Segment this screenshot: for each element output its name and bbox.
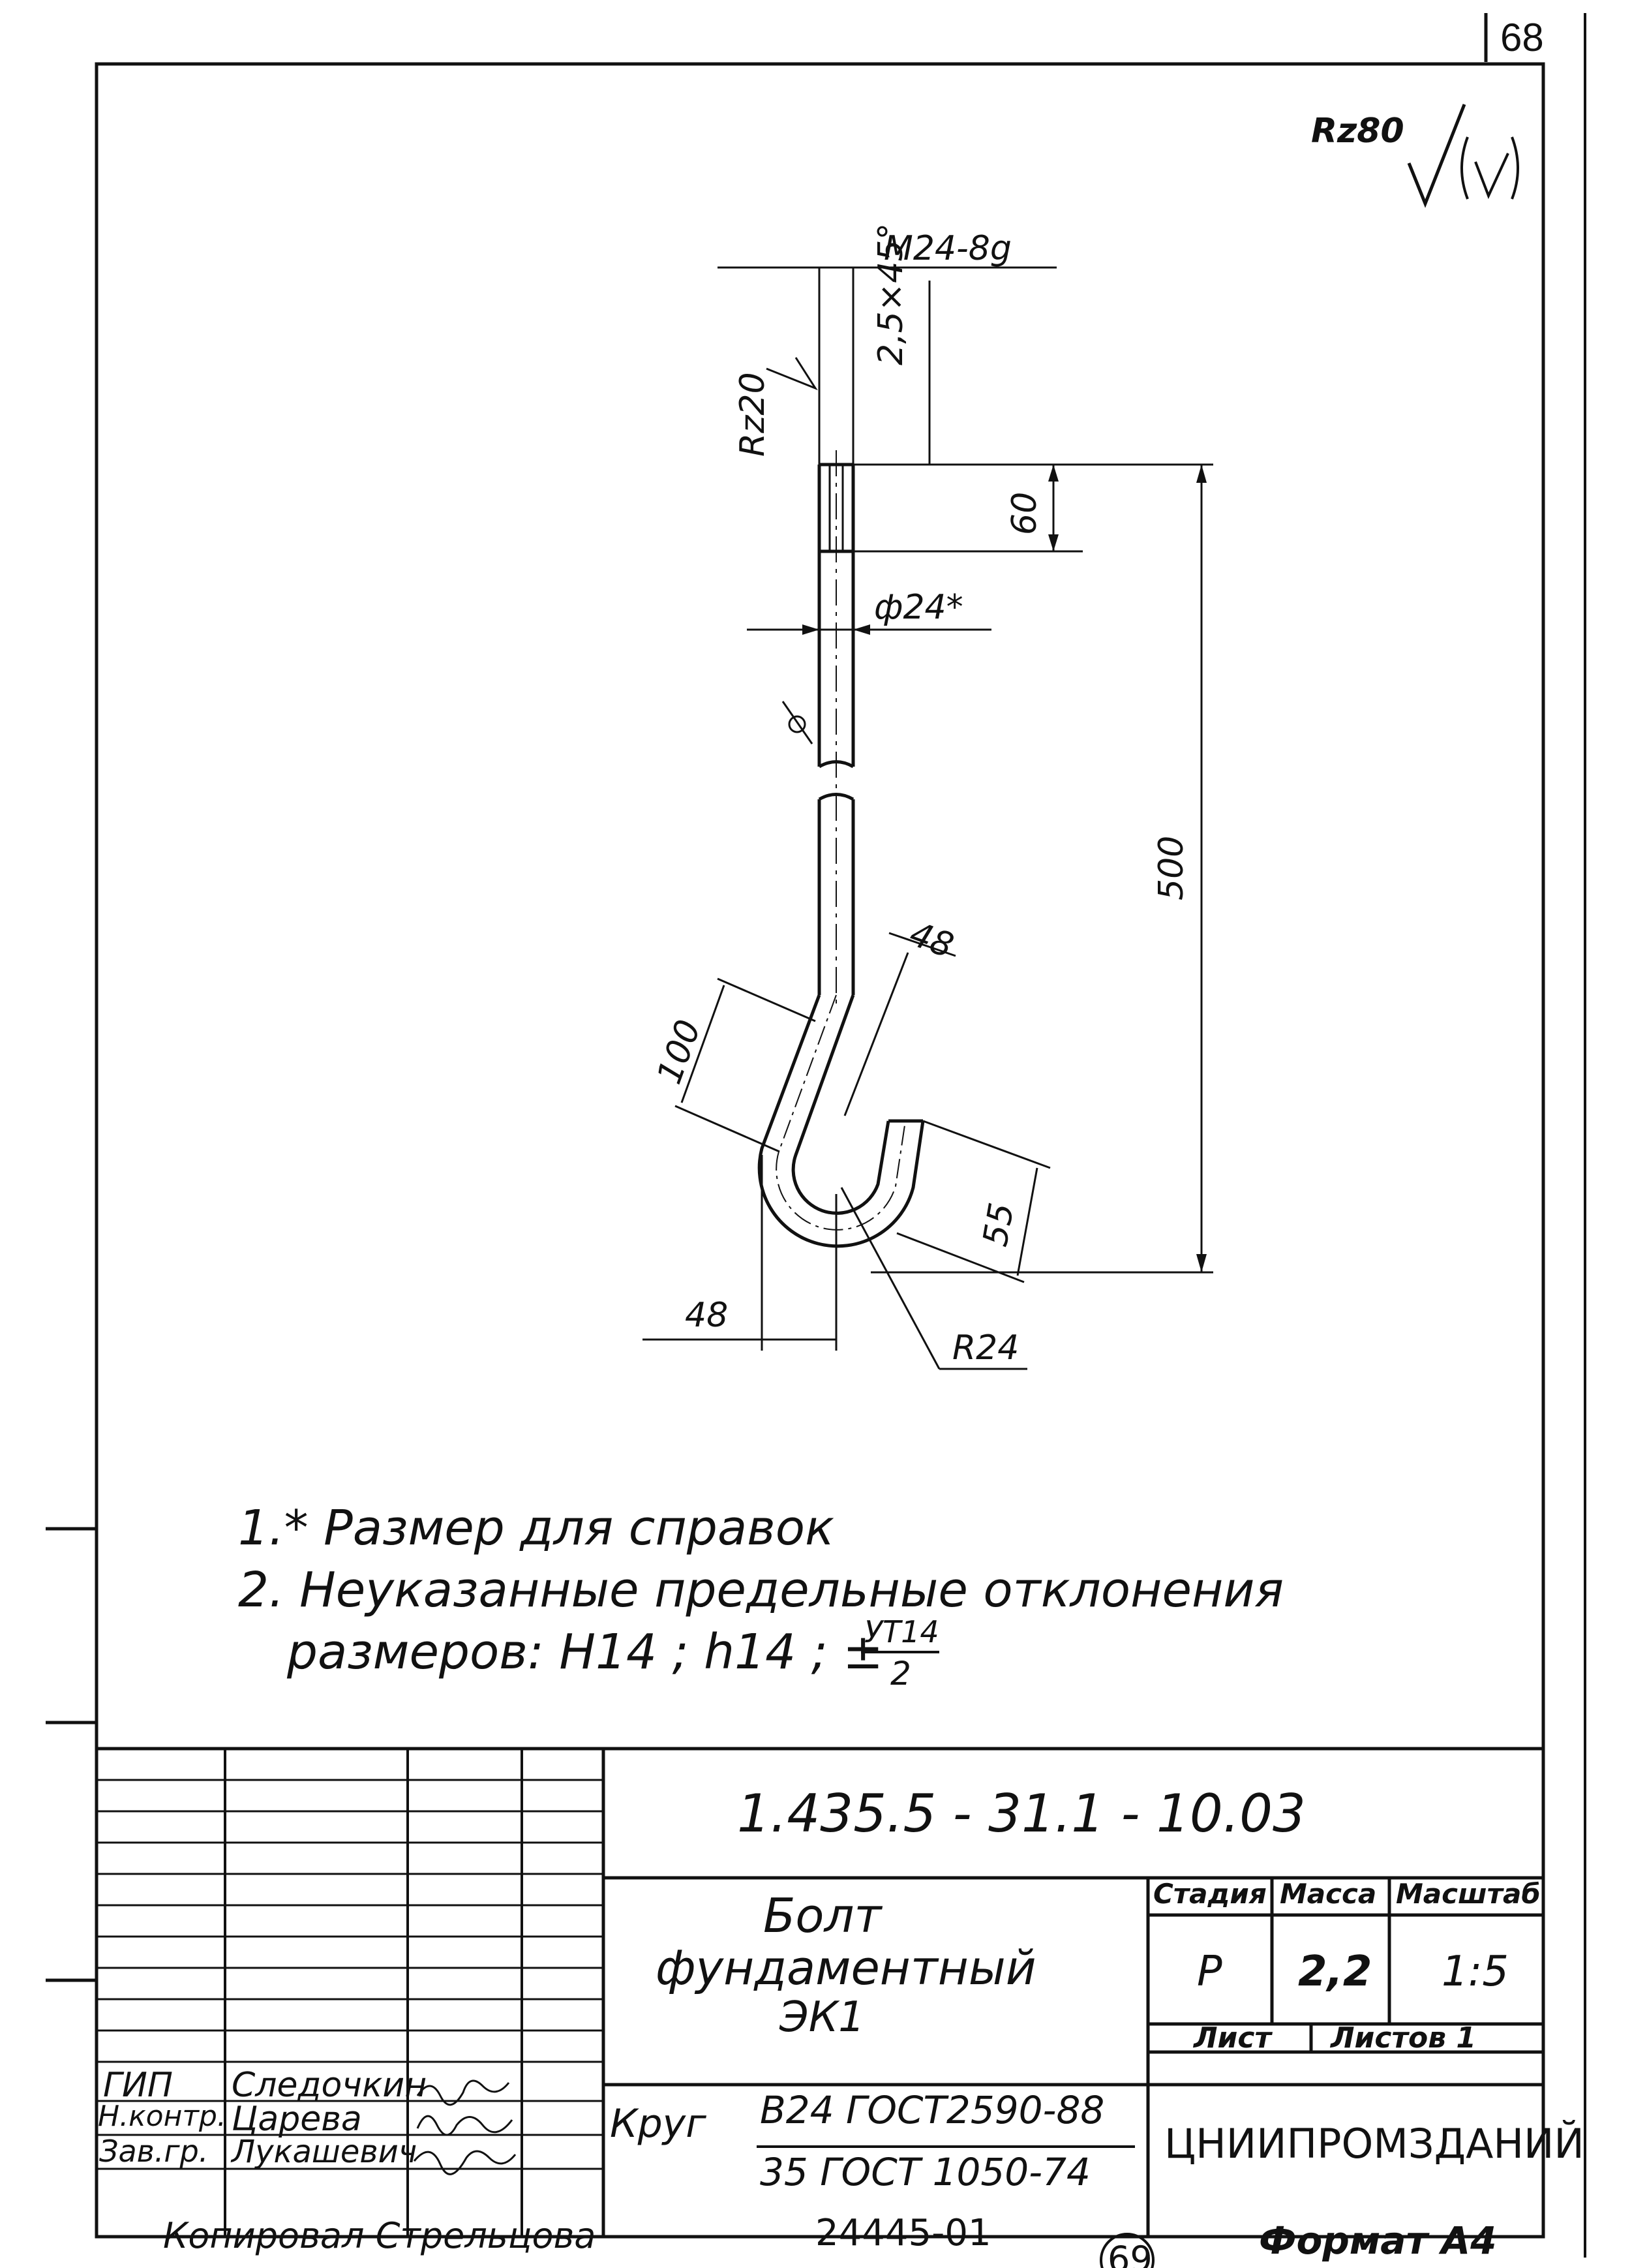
sheet-label: Лист — [1194, 2021, 1271, 2055]
roughness-paren-left — [1460, 136, 1469, 200]
bolt-hook — [757, 994, 925, 1248]
document-designation: 1.435.5 - 31.1 - 10.03 — [737, 1783, 1306, 1844]
part-name-line1: Болт — [763, 1888, 882, 1943]
note-fraction-denominator: 2 — [890, 1655, 911, 1693]
material-line2: 35 ГОСТ 1050-74 — [760, 2150, 1091, 2194]
document-number: 24445-01 — [815, 2212, 991, 2254]
radius-dimension: R24 — [952, 1328, 1020, 1368]
note-fraction-numerator: УТ14 — [864, 1614, 939, 1649]
role-norm-control: Н.контр. — [98, 2100, 226, 2133]
copied-by: Копировал Стрельцова — [163, 2215, 596, 2256]
roughness-symbol — [1407, 104, 1466, 208]
end-length-dimension: 55 — [976, 1200, 1022, 1249]
circled-number-ring — [1100, 2233, 1155, 2268]
offset-dimension: 48 — [685, 1296, 729, 1335]
name-group-head: Лукашевич — [232, 2134, 417, 2170]
material-line1: В24 ГОСТ2590-88 — [760, 2088, 1105, 2132]
roughness-label: Rz80 — [1311, 112, 1404, 151]
dimension-lines — [642, 266, 1213, 1370]
format-label: Формат А4 — [1259, 2218, 1497, 2263]
sheet-frame — [95, 62, 1545, 2239]
name-norm-control: Царева — [232, 2100, 362, 2139]
material-prefix: Круг — [610, 2101, 706, 2147]
bolt-shaft — [817, 450, 855, 1005]
role-chief-engineer: ГИП — [103, 2066, 173, 2105]
note-2-tolerances: размеров: H14 ; h14 ; ± — [287, 1624, 884, 1680]
local-roughness-label: Rz20 — [733, 372, 772, 457]
organization-name: ЦНИИПРОМЗДАНИЙ — [1164, 2120, 1584, 2168]
thread-length-dimension: 60 — [1005, 491, 1044, 535]
stage-header: Стадия — [1153, 1878, 1267, 1910]
note-2: 2. Неуказанные предельные отклонения — [238, 1562, 1284, 1618]
roughness-symbol-small — [1474, 153, 1509, 200]
page-number: 68 — [1500, 16, 1544, 59]
scale-value: 1:5 — [1442, 1948, 1509, 1996]
part-name-line2: фундаментный — [656, 1940, 1036, 1995]
mass-header: Масса — [1280, 1878, 1377, 1910]
part-name-line3: ЭК1 — [779, 1993, 865, 2042]
sheets-label: Листов 1 — [1331, 2021, 1476, 2055]
total-length-dimension: 500 — [1152, 835, 1191, 900]
scale-header: Масштаб — [1396, 1878, 1541, 1910]
role-group-head: Зав.гр. — [99, 2134, 209, 2169]
diameter-dimension: ф24* — [874, 588, 963, 627]
stage-value: Р — [1197, 1948, 1222, 1996]
signature-scribbles — [413, 2079, 517, 2175]
note-1: 1.* Размер для справок — [238, 1500, 834, 1556]
thread-dimension: M24-8g — [884, 229, 1012, 268]
chamfer-dimension: 2,5×45° — [871, 222, 911, 365]
roughness-paren-right — [1511, 136, 1519, 200]
title-block-grid — [97, 1747, 1543, 2237]
name-chief-engineer: Следочкин — [232, 2066, 427, 2105]
circled-number: 69 — [1108, 2239, 1153, 2268]
mass-value: 2,2 — [1298, 1948, 1372, 1996]
dimension-arrows — [802, 465, 1207, 1272]
